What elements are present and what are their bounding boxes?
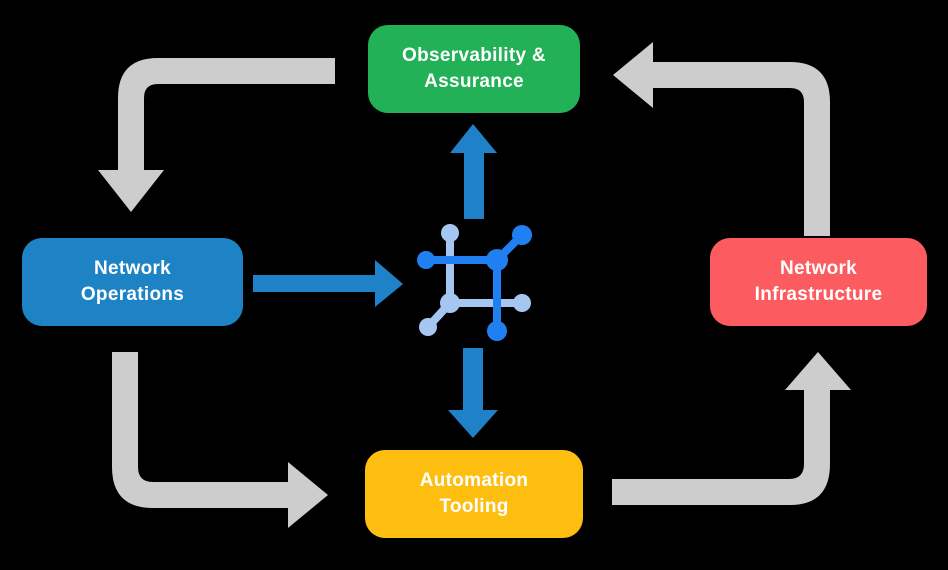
- arrow-operations-to-automation: [112, 352, 328, 528]
- arrow-center-to-observability: [450, 124, 497, 219]
- node-network-operations: Network Operations: [22, 238, 243, 326]
- arrow-automation-to-infrastructure: [612, 352, 851, 505]
- arrow-center-to-automation: [448, 348, 498, 438]
- node-observability-assurance: Observability & Assurance: [368, 25, 580, 113]
- node-label-line: Automation: [419, 470, 529, 492]
- node-label-line: Network: [779, 258, 858, 280]
- node-label-line: Observability &: [402, 45, 546, 67]
- node-label-line: Network: [93, 258, 172, 280]
- arrow-observability-to-operations: [98, 58, 335, 212]
- arrow-operations-to-center: [253, 260, 403, 307]
- node-label-line: Operations: [80, 284, 185, 305]
- node-network-infrastructure: Network Infrastructure: [710, 238, 927, 326]
- node-label-line: Assurance: [424, 71, 524, 92]
- network-mesh-icon: [417, 224, 532, 341]
- node-label-line: Infrastructure: [754, 284, 883, 305]
- arrow-infrastructure-to-observability: [613, 42, 830, 236]
- node-label-line: Tooling: [439, 496, 509, 517]
- node-automation-tooling: Automation Tooling: [365, 450, 583, 538]
